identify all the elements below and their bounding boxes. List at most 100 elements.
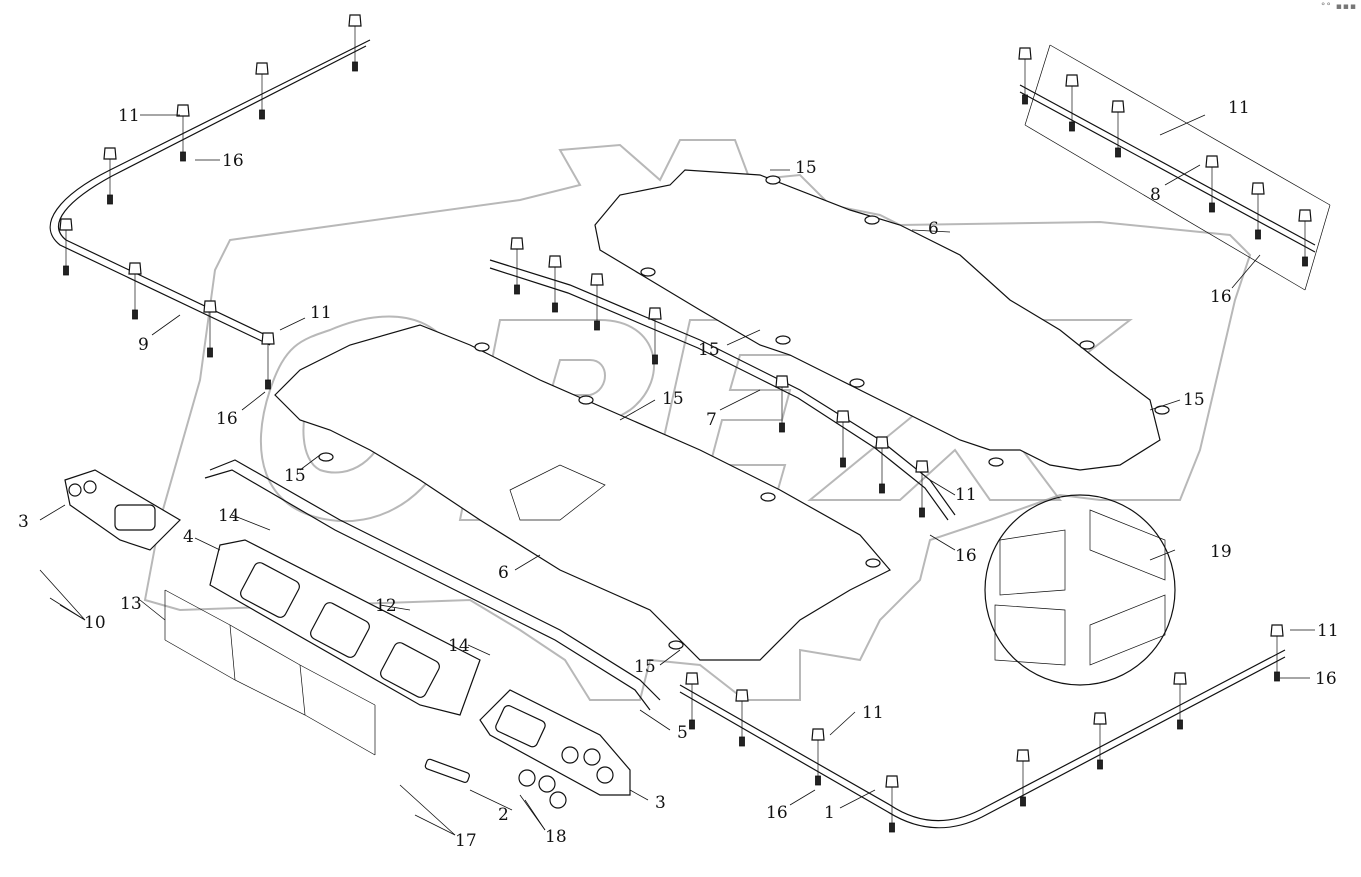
callout-11-b: 11 — [310, 303, 332, 323]
rail-9-clip-8 — [261, 332, 275, 390]
rail-7-clip-1 — [510, 237, 524, 295]
lower-panel-washer-5 — [865, 558, 881, 568]
rail-7-clip-3 — [590, 273, 604, 331]
callout-18: 18 — [545, 827, 567, 847]
rail-1-clip-5 — [1016, 749, 1030, 807]
callout-16-f: 16 — [766, 803, 788, 823]
callout-13: 13 — [120, 594, 142, 614]
callout-17: 17 — [455, 831, 477, 851]
callout-3-left: 3 — [18, 512, 29, 532]
callout-11-c: 11 — [1228, 98, 1250, 118]
lower-panel-washer-4 — [760, 492, 776, 502]
callout-5: 5 — [677, 723, 688, 743]
leader-lines — [39, 114, 1315, 836]
callout-14-b: 14 — [448, 636, 470, 656]
callout-8: 8 — [1150, 185, 1161, 205]
rail-8-clip-2 — [1065, 74, 1079, 132]
callout-6-lower: 6 — [498, 563, 509, 583]
rail-1-clip-2 — [735, 689, 749, 747]
callout-1: 1 — [824, 803, 835, 823]
rail-9-clip-1 — [348, 14, 362, 72]
upper-panel-washer-7 — [988, 457, 1004, 467]
callout-6-upper: 6 — [928, 219, 939, 239]
callout-16-b: 16 — [216, 409, 238, 429]
callout-15-a: 15 — [795, 158, 817, 178]
part-8-right-rail — [1019, 84, 1316, 253]
lower-panel-washer-1 — [474, 342, 490, 352]
rail-8-clip-4 — [1205, 155, 1219, 213]
lower-panel-washer-6 — [668, 640, 684, 650]
rail-1-clip-4 — [885, 775, 899, 833]
callout-16-e: 16 — [1315, 669, 1337, 689]
rail-7-clip-8 — [915, 460, 929, 518]
part-3-right-console — [479, 689, 631, 796]
callout-15-c: 15 — [662, 389, 684, 409]
callout-3-right: 3 — [655, 793, 666, 813]
callout-15-e: 15 — [284, 466, 306, 486]
lower-panel-washer-3 — [318, 452, 334, 462]
part-6-upper-panel — [594, 169, 1170, 471]
part-6-lower-panel — [274, 324, 891, 661]
callout-11-f: 11 — [862, 703, 884, 723]
rail-1-clip-3 — [811, 728, 825, 786]
rail-8-clip-1 — [1018, 47, 1032, 105]
rail-1-clip-7 — [1173, 672, 1187, 730]
rail-1-clip-8 — [1270, 624, 1284, 682]
rail-9-clip-3 — [176, 104, 190, 162]
callout-15-b: 15 — [698, 340, 720, 360]
lower-panel-washer-2 — [578, 395, 594, 405]
callout-15-f: 15 — [634, 657, 656, 677]
rail-8-clip-3 — [1111, 100, 1125, 158]
callout-14-a: 14 — [218, 506, 240, 526]
part-4-center-console — [209, 539, 481, 716]
part-13-hardware-grid — [164, 589, 376, 756]
part-8-bracket-lines — [1024, 44, 1331, 291]
rail-7-clip-7 — [875, 436, 889, 494]
part-18-knobs — [518, 769, 567, 809]
rail-8-clip-5 — [1251, 182, 1265, 240]
part-2-fitting — [424, 758, 470, 784]
part-9-left-rail — [49, 39, 371, 346]
upper-panel-washer-6 — [1079, 340, 1095, 350]
watermark-gear — [143, 139, 1252, 701]
callout-7: 7 — [706, 410, 717, 430]
rail-9-clip-7 — [203, 300, 217, 358]
rail-7-clip-5 — [775, 375, 789, 433]
rail-9-clip-5 — [59, 218, 73, 276]
callout-11-d: 11 — [955, 485, 977, 505]
upper-panel-washer-1 — [765, 175, 781, 185]
callout-19: 19 — [1210, 542, 1232, 562]
callout-11-e: 11 — [1317, 621, 1339, 641]
part-3-left-console — [64, 469, 181, 551]
upper-panel-washer-4 — [775, 335, 791, 345]
rail-9-clip-2 — [255, 62, 269, 120]
callout-9: 9 — [138, 335, 149, 355]
part-7-clips — [510, 237, 929, 518]
rail-1-clip-6 — [1093, 712, 1107, 770]
rail-7-clip-6 — [836, 410, 850, 468]
rail-8-clip-6 — [1298, 209, 1312, 267]
upper-panel-washer-2 — [864, 215, 880, 225]
callout-16-d: 16 — [955, 546, 977, 566]
callout-10: 10 — [84, 613, 106, 633]
upper-panel-washer-5 — [849, 378, 865, 388]
rail-9-clip-6 — [128, 262, 142, 320]
callout-2: 2 — [498, 805, 509, 825]
callout-16-c: 16 — [1210, 287, 1232, 307]
rail-9-clip-4 — [103, 147, 117, 205]
callout-12: 12 — [375, 596, 397, 616]
callout-labels: 1 2 3 3 4 5 6 6 7 8 9 10 11 11 11 11 11 … — [18, 98, 1339, 851]
part-5-front-bracket — [204, 459, 661, 711]
rail-1-clip-1 — [685, 672, 699, 730]
part-9-clips — [59, 14, 362, 390]
rail-7-clip-2 — [548, 255, 562, 313]
callout-4: 4 — [183, 527, 194, 547]
part-1-lower-rail — [679, 649, 1286, 829]
corner-mark: °° ▪▪▪ — [1320, 2, 1357, 12]
rail-7-clip-4 — [648, 307, 662, 365]
upper-panel-washer-8 — [1154, 405, 1170, 415]
callout-11-a: 11 — [118, 106, 140, 126]
upper-panel-washer-3 — [640, 267, 656, 277]
part-19-detail-circle — [984, 494, 1176, 686]
